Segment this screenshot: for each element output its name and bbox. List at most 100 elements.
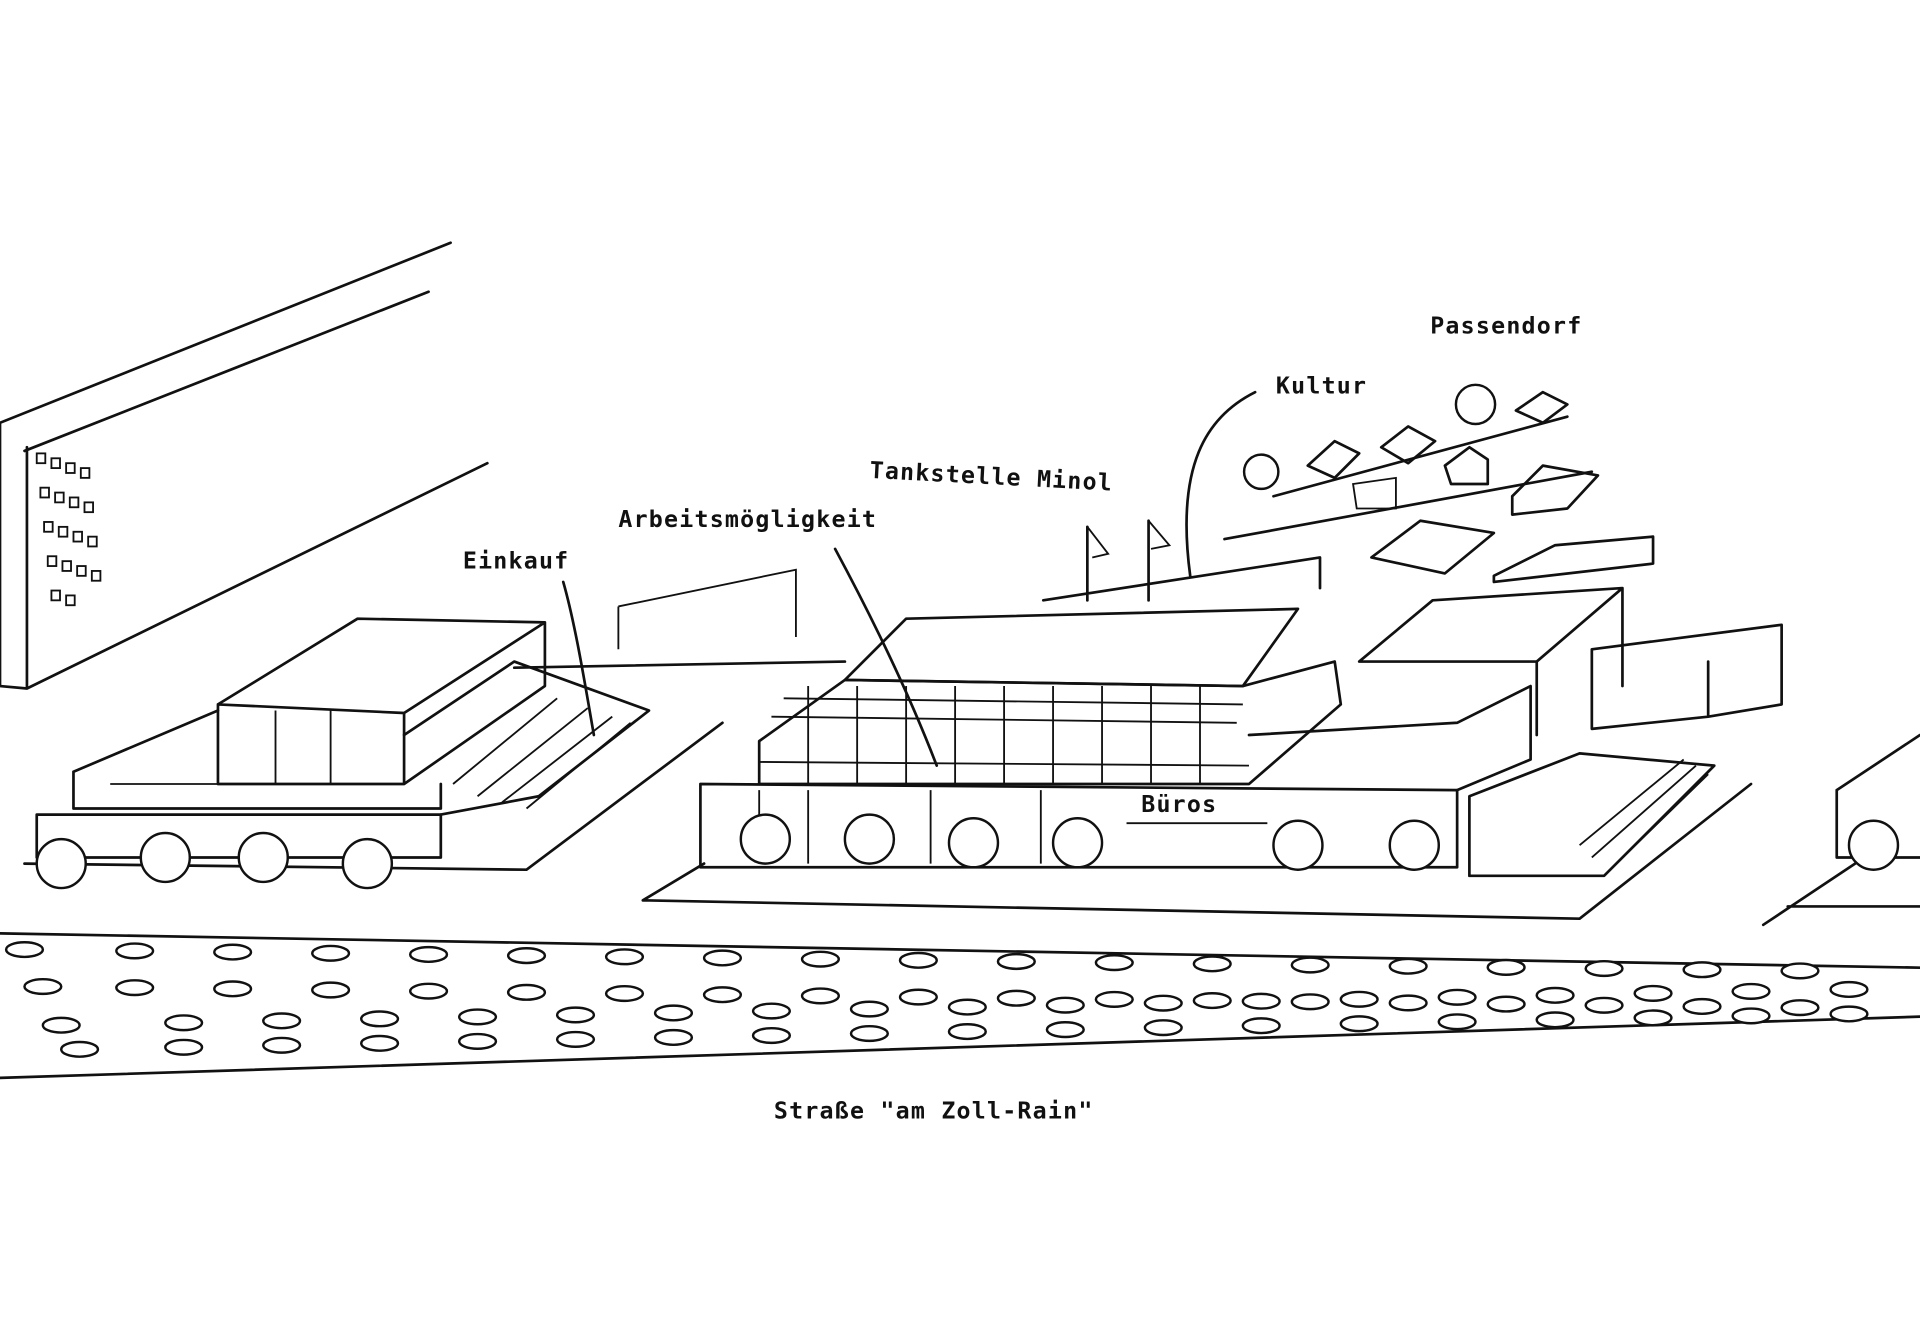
- car: [1780, 999, 1820, 1017]
- buero-building: [699, 607, 1532, 869]
- window: [50, 457, 61, 469]
- car: [849, 1024, 889, 1043]
- car: [1339, 1015, 1379, 1033]
- einkauf-building: [35, 568, 847, 859]
- car: [800, 987, 840, 1005]
- tree: [739, 813, 792, 865]
- einkauf-leader-line: [561, 580, 596, 737]
- car: [1388, 957, 1428, 975]
- car: [457, 1032, 498, 1050]
- trees: [35, 813, 1900, 890]
- car: [1780, 962, 1820, 980]
- tree: [341, 837, 394, 890]
- car: [506, 947, 547, 965]
- window: [39, 486, 50, 499]
- car: [1094, 954, 1134, 972]
- right-buildings: [1357, 586, 1920, 878]
- car: [1731, 1007, 1771, 1025]
- label-tankstelle-minol: Tankstelle Minol: [869, 457, 1114, 497]
- car: [262, 1036, 302, 1054]
- car: [115, 942, 155, 960]
- car: [41, 1016, 81, 1034]
- car: [653, 1004, 694, 1022]
- car: [1045, 996, 1085, 1014]
- car: [506, 983, 547, 1001]
- car: [311, 944, 351, 962]
- label-passendorf: Passendorf: [1430, 312, 1582, 339]
- label-bueros: Büros: [1141, 791, 1217, 818]
- tree: [1847, 819, 1900, 871]
- car: [604, 948, 645, 966]
- tree: [947, 817, 1000, 869]
- car: [1535, 1011, 1575, 1029]
- car: [898, 951, 938, 969]
- car: [4, 941, 45, 959]
- window: [68, 496, 80, 509]
- tree: [1272, 819, 1324, 871]
- window: [76, 565, 87, 577]
- car: [1192, 955, 1232, 973]
- car: [164, 1014, 204, 1032]
- cars: [4, 941, 1869, 1058]
- car: [262, 1012, 302, 1030]
- car: [1682, 997, 1722, 1016]
- car: [1682, 961, 1722, 979]
- window: [54, 491, 65, 504]
- tree: [1388, 819, 1440, 871]
- car: [23, 977, 63, 996]
- car: [1486, 958, 1526, 976]
- car: [996, 952, 1036, 971]
- car: [555, 1006, 596, 1024]
- window: [57, 525, 69, 538]
- label-kultur: Kultur: [1276, 372, 1367, 399]
- car: [898, 988, 938, 1006]
- car: [1633, 1009, 1673, 1027]
- car: [1241, 1017, 1281, 1035]
- village-passendorf: [1223, 383, 1655, 584]
- car: [1143, 994, 1183, 1012]
- car: [164, 1038, 204, 1056]
- car: [213, 980, 253, 998]
- window: [50, 589, 61, 602]
- car: [1388, 994, 1428, 1012]
- car: [360, 1034, 400, 1052]
- window: [35, 452, 47, 465]
- window: [72, 530, 83, 543]
- car: [800, 950, 840, 968]
- car: [1290, 956, 1330, 974]
- car: [408, 945, 449, 964]
- window: [90, 570, 102, 582]
- window: [61, 560, 72, 572]
- car: [1241, 992, 1281, 1010]
- tree: [1051, 817, 1104, 869]
- window: [43, 521, 54, 533]
- car: [702, 986, 743, 1004]
- car: [849, 1000, 889, 1018]
- tree: [35, 837, 87, 890]
- car: [1584, 959, 1624, 978]
- car: [1535, 986, 1575, 1004]
- car: [1192, 992, 1232, 1010]
- car: [115, 979, 155, 997]
- car: [702, 949, 743, 967]
- car: [1143, 1019, 1183, 1037]
- car: [1486, 995, 1526, 1013]
- label-strasse: Straße "am Zoll-Rain": [774, 1097, 1094, 1124]
- car: [1094, 990, 1134, 1008]
- car: [311, 981, 351, 999]
- car: [555, 1030, 596, 1048]
- label-arbeitsmoeglichkeit: Arbeitsmögligkeit: [618, 506, 877, 533]
- car: [1437, 1013, 1477, 1031]
- car: [1633, 984, 1673, 1002]
- car: [60, 1040, 100, 1058]
- car: [1339, 990, 1379, 1008]
- window: [65, 462, 76, 474]
- car: [1045, 1021, 1085, 1039]
- apartment-slab: [0, 241, 489, 690]
- car: [1829, 1005, 1869, 1023]
- tree: [237, 831, 289, 884]
- car: [1584, 996, 1624, 1014]
- car: [751, 1026, 792, 1045]
- window: [79, 467, 91, 479]
